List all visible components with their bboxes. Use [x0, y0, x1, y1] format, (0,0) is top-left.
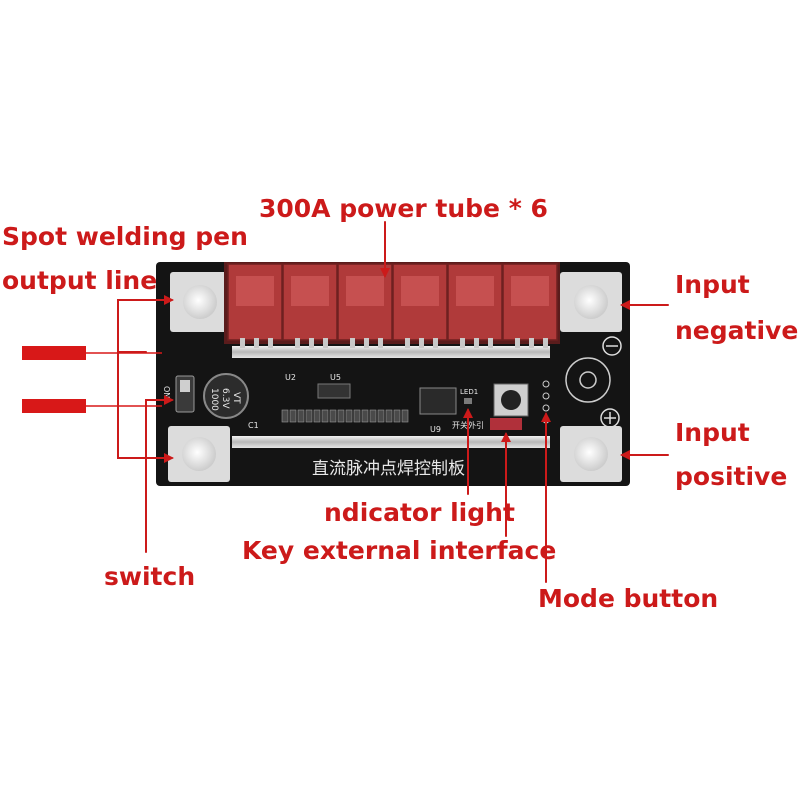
power-tube-face	[236, 276, 274, 306]
label-input-negative-1: Input	[675, 270, 750, 299]
label-u9: U9	[430, 425, 441, 434]
smd-resistor	[393, 409, 401, 423]
smd-resistor	[329, 409, 337, 423]
smd-resistor	[369, 409, 377, 423]
test-point	[542, 380, 550, 388]
power-tube-leg	[295, 338, 300, 348]
label-pen-line-2: output line	[2, 266, 158, 295]
minus-mark	[602, 336, 622, 356]
smd-components	[281, 409, 409, 423]
smd-resistor	[345, 409, 353, 423]
capacitor-text-3: VT	[231, 392, 241, 404]
mount-hole	[565, 357, 611, 403]
label-indicator-light: ndicator light	[324, 498, 515, 527]
smd-resistor	[361, 409, 369, 423]
power-tube-leg	[364, 338, 369, 348]
power-tube-leg	[515, 338, 520, 348]
pad-hole-bottom-left	[182, 437, 216, 471]
slide-switch-knob	[180, 380, 190, 392]
chip-u9	[419, 387, 457, 415]
smd-resistor	[321, 409, 329, 423]
label-input-negative-2: negative	[675, 316, 799, 345]
power-tubes	[224, 262, 560, 348]
indicator-led	[464, 398, 472, 404]
key-connector	[490, 418, 522, 430]
label-c1: C1	[248, 421, 259, 430]
power-tube-leg	[405, 338, 410, 348]
pad-hole-top-left	[183, 285, 217, 319]
smd-resistor	[337, 409, 345, 423]
label-u5: U5	[330, 373, 341, 382]
power-tube-leg	[543, 338, 548, 348]
power-tube-face	[401, 276, 439, 306]
power-tube-leg	[433, 338, 438, 348]
chip-u5	[317, 383, 351, 399]
label-power-tube: 300A power tube * 6	[259, 194, 548, 223]
label-key-interface: Key external interface	[242, 536, 557, 565]
leader-pen-line-top	[117, 299, 147, 353]
leader-pen-line-bottom	[117, 351, 174, 463]
switch-on-label: ON	[162, 386, 171, 398]
smd-resistor	[353, 409, 361, 423]
power-tube-face	[511, 276, 549, 306]
power-tube-face	[291, 276, 329, 306]
smd-resistor	[313, 409, 321, 423]
label-pen-line-1: Spot welding pen	[2, 222, 248, 251]
power-tube-leg	[254, 338, 259, 348]
plus-mark	[600, 408, 620, 428]
copper-strip-top	[232, 346, 550, 358]
pad-hole-bottom-right	[574, 437, 608, 471]
capacitor-text-2: 6.3V	[220, 388, 230, 409]
power-tube-leg	[350, 338, 355, 348]
label-u2: U2	[285, 373, 296, 382]
power-tube-leg	[529, 338, 534, 348]
smd-resistor	[305, 409, 313, 423]
label-mode-button: Mode button	[538, 584, 719, 613]
mount-hole-center	[579, 371, 597, 389]
smd-resistor	[385, 409, 393, 423]
label-switch: switch	[104, 562, 196, 591]
power-tube-leg	[309, 338, 314, 348]
power-tube-face	[456, 276, 494, 306]
smd-resistor	[281, 409, 289, 423]
smd-resistor	[297, 409, 305, 423]
leader-switch	[145, 395, 174, 553]
power-tube-leg	[419, 338, 424, 348]
board-title: 直流脉冲点焊控制板	[312, 459, 465, 479]
power-tube-leg	[488, 338, 493, 348]
wire-negative	[22, 399, 86, 413]
mode-button-cap	[501, 390, 521, 410]
smd-resistor	[377, 409, 385, 423]
smd-resistor	[289, 409, 297, 423]
power-tube-leg	[268, 338, 273, 348]
label-input-positive-1: Input	[675, 418, 750, 447]
led-label: LED1	[460, 388, 478, 396]
test-point	[542, 404, 550, 412]
power-tube-leg	[460, 338, 465, 348]
wire-positive	[22, 346, 86, 360]
smd-resistor	[401, 409, 409, 423]
test-point	[542, 392, 550, 400]
power-tube-leg	[474, 338, 479, 348]
label-input-positive-2: positive	[675, 462, 788, 491]
power-tube-leg	[378, 338, 383, 348]
capacitor-text-1: 1000	[209, 388, 219, 411]
power-tube-face	[346, 276, 384, 306]
copper-strip-bottom	[232, 436, 550, 448]
power-tube-leg	[323, 338, 328, 348]
capacitor	[203, 373, 249, 419]
power-tube-leg	[240, 338, 245, 348]
pad-hole-top-right	[574, 285, 608, 319]
